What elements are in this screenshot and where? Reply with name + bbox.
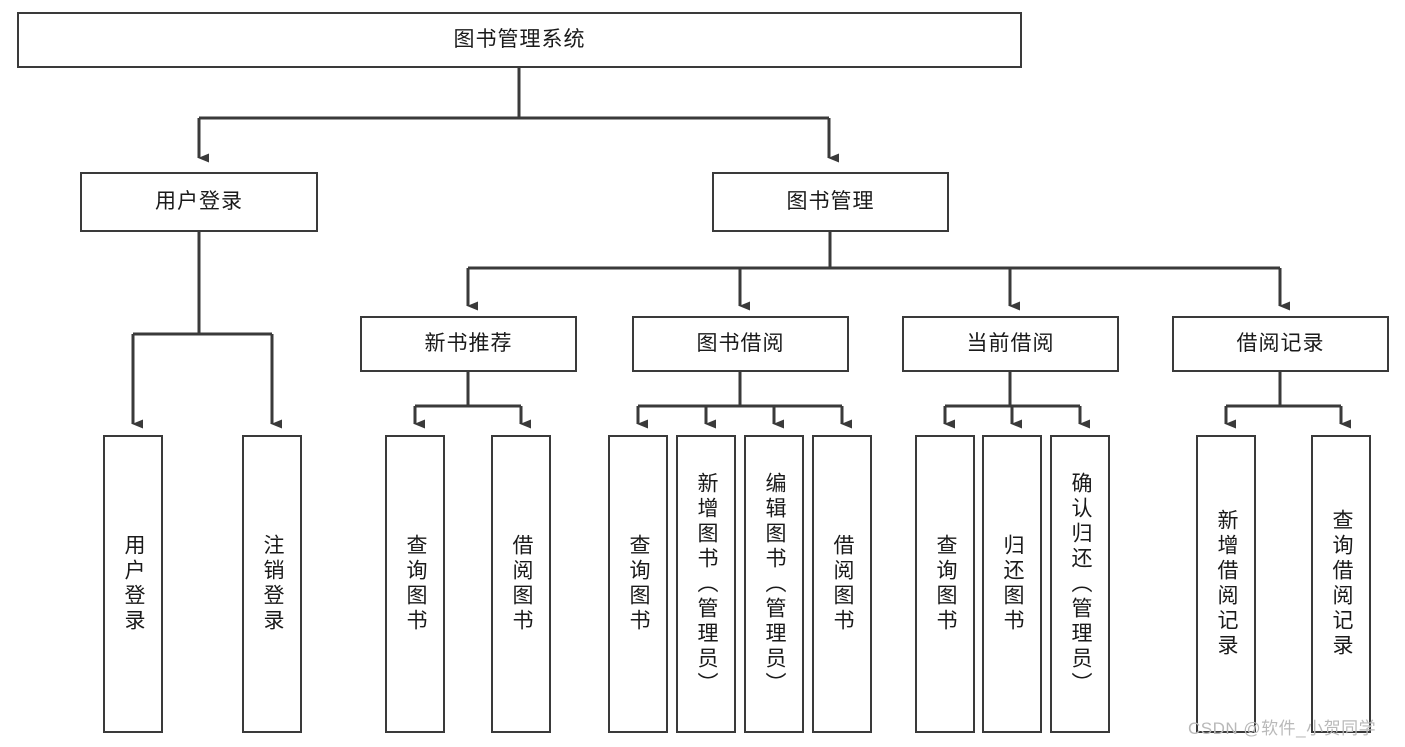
leaf-new-book-query[interactable]: 查询图书 bbox=[385, 435, 445, 733]
node-borrow-record[interactable]: 借阅记录 bbox=[1172, 316, 1389, 372]
node-label: 借阅图书 bbox=[510, 534, 534, 634]
node-label: 查询图书 bbox=[627, 534, 651, 634]
node-book-management[interactable]: 图书管理 bbox=[712, 172, 949, 232]
node-label: 借阅图书 bbox=[831, 534, 855, 634]
leaf-book-borrow-query[interactable]: 查询图书 bbox=[608, 435, 668, 733]
node-root-book-management-system[interactable]: 图书管理系统 bbox=[17, 12, 1022, 68]
leaf-book-borrow-borrow[interactable]: 借阅图书 bbox=[812, 435, 872, 733]
node-label: 查询借阅记录 bbox=[1330, 509, 1354, 659]
leaf-new-book-borrow[interactable]: 借阅图书 bbox=[491, 435, 551, 733]
node-label: 确认归还（管理员） bbox=[1069, 471, 1093, 697]
watermark-text: CSDN @软件_小贺同学 bbox=[1188, 719, 1377, 738]
leaf-current-borrow-return[interactable]: 归还图书 bbox=[982, 435, 1042, 733]
node-book-borrow[interactable]: 图书借阅 bbox=[632, 316, 849, 372]
leaf-current-borrow-query[interactable]: 查询图书 bbox=[915, 435, 975, 733]
node-label: 查询图书 bbox=[404, 534, 428, 634]
node-label: 用户登录 bbox=[122, 534, 146, 634]
node-label: 用户登录 bbox=[155, 190, 243, 214]
node-label: 新增图书（管理员） bbox=[695, 471, 719, 697]
node-new-book-recommend[interactable]: 新书推荐 bbox=[360, 316, 577, 372]
leaf-book-borrow-add[interactable]: 新增图书（管理员） bbox=[676, 435, 736, 733]
node-label: 查询图书 bbox=[934, 534, 958, 634]
leaf-borrow-record-query[interactable]: 查询借阅记录 bbox=[1311, 435, 1371, 733]
node-label: 注销登录 bbox=[261, 534, 285, 634]
node-label: 新书推荐 bbox=[424, 332, 513, 356]
node-user-login[interactable]: 用户登录 bbox=[80, 172, 318, 232]
node-label: 借阅记录 bbox=[1236, 332, 1325, 356]
leaf-borrow-record-add[interactable]: 新增借阅记录 bbox=[1196, 435, 1256, 733]
leaf-user-login-logout[interactable]: 注销登录 bbox=[242, 435, 302, 733]
leaf-current-borrow-confirm-return[interactable]: 确认归还（管理员） bbox=[1050, 435, 1110, 733]
node-label: 图书管理 bbox=[786, 190, 875, 214]
node-label: 编辑图书（管理员） bbox=[763, 471, 787, 697]
node-current-borrow[interactable]: 当前借阅 bbox=[902, 316, 1119, 372]
node-label: 当前借阅 bbox=[966, 332, 1055, 356]
leaf-book-borrow-edit[interactable]: 编辑图书（管理员） bbox=[744, 435, 804, 733]
node-label: 新增借阅记录 bbox=[1215, 509, 1239, 659]
node-label: 图书管理系统 bbox=[453, 28, 586, 52]
node-label: 归还图书 bbox=[1001, 534, 1025, 634]
node-label: 图书借阅 bbox=[696, 332, 785, 356]
leaf-user-login-login[interactable]: 用户登录 bbox=[103, 435, 163, 733]
